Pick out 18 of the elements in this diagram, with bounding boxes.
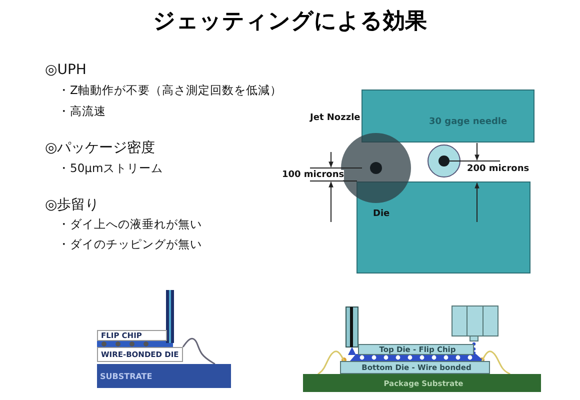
heading: ◎パッケージ密度 bbox=[45, 139, 156, 157]
bond-wire bbox=[182, 338, 216, 365]
bullet-text: ・ダイのチッピングが無い bbox=[58, 237, 202, 252]
part-label: 30 gage needle bbox=[429, 117, 508, 127]
bullet-text: ・ダイ上への液垂れが無い bbox=[58, 217, 202, 232]
title: ジェッティングによる効果 bbox=[152, 8, 428, 36]
dimension-label: 200 microns bbox=[467, 164, 530, 174]
heading: ◎UPH bbox=[45, 62, 86, 78]
dimension-label: 100 microns bbox=[282, 170, 344, 180]
bond-wire bbox=[481, 350, 510, 375]
bullet-text: ・50μmストリーム bbox=[58, 161, 164, 176]
part-label: Die bbox=[373, 209, 390, 219]
heading: ◎歩留り bbox=[45, 196, 100, 214]
bullet-text: ・高流速 bbox=[58, 104, 106, 119]
bullet-text: ・Z軸動作が不要（高さ測定回数を低減） bbox=[58, 83, 282, 98]
bond-wire bbox=[318, 350, 345, 375]
part-label: Jet Nozzle bbox=[310, 113, 360, 123]
substrate-layer: SUBSTRATE bbox=[97, 364, 231, 388]
